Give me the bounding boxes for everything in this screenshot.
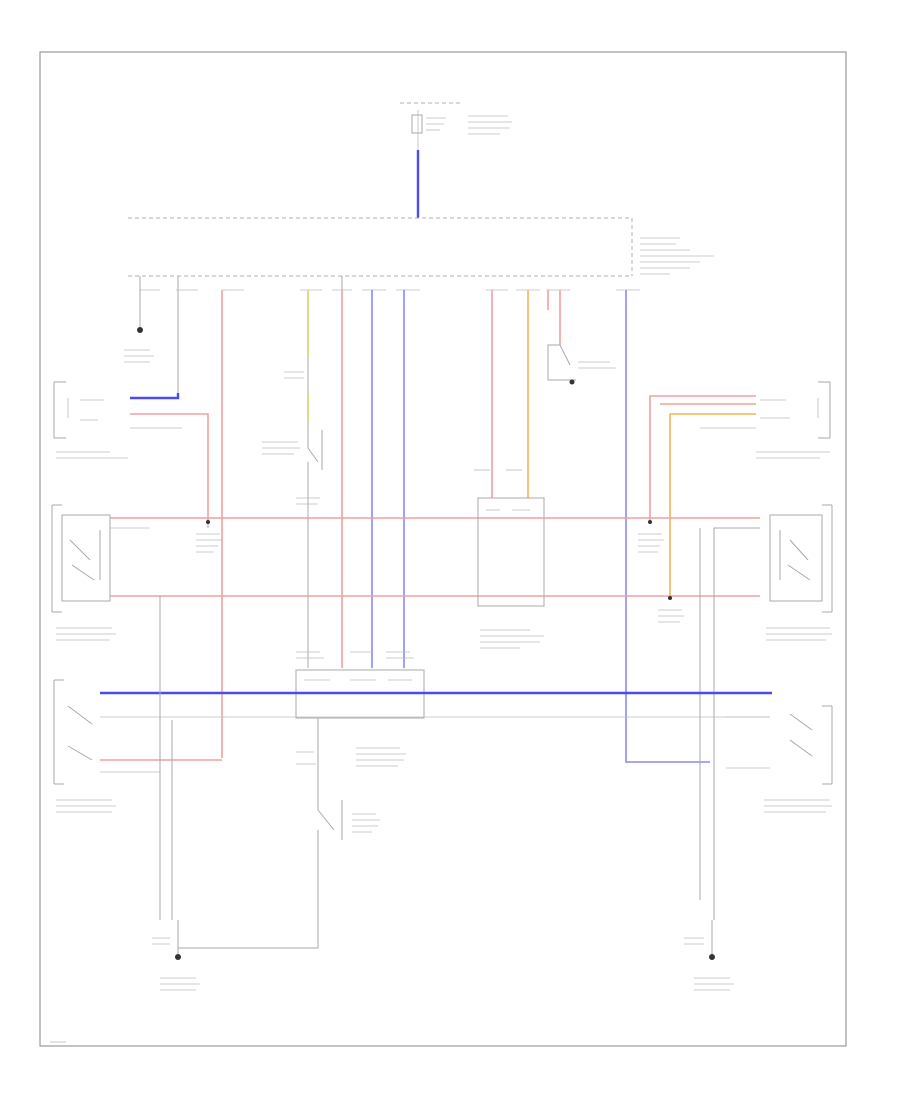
wire-blue-left-switch [130, 393, 180, 400]
lower-module [295, 651, 425, 767]
wire-drops-gray [139, 276, 343, 393]
fuse-block [400, 102, 512, 150]
right-rear-door-switch [764, 705, 833, 813]
ground-symbol [137, 327, 143, 333]
wire-red-right-switch [649, 395, 756, 520]
right-front-switch [756, 381, 831, 459]
left-front-switch [53, 381, 128, 459]
diagram-frame [39, 51, 847, 1047]
key-switch [262, 355, 323, 470]
wire-gray-bottom-left [178, 830, 319, 949]
junction-block [128, 217, 714, 277]
upper-module [477, 497, 545, 649]
left-front-door-switch [51, 504, 116, 641]
wire-blue-vertical-right [625, 290, 710, 763]
wire-red-left-switch [130, 413, 209, 520]
wire-red-verticals [221, 290, 561, 758]
left-rear-door-switch [53, 679, 116, 813]
right-ground [684, 920, 734, 991]
small-door-switch [547, 344, 616, 385]
left-ground [152, 920, 200, 991]
right-front-door-switch [766, 504, 833, 641]
wire-gray-right-down [713, 527, 760, 920]
lower-key-switch [296, 718, 380, 840]
wire-orange-right-switch [669, 413, 756, 598]
mid-ground-markers [196, 520, 684, 623]
